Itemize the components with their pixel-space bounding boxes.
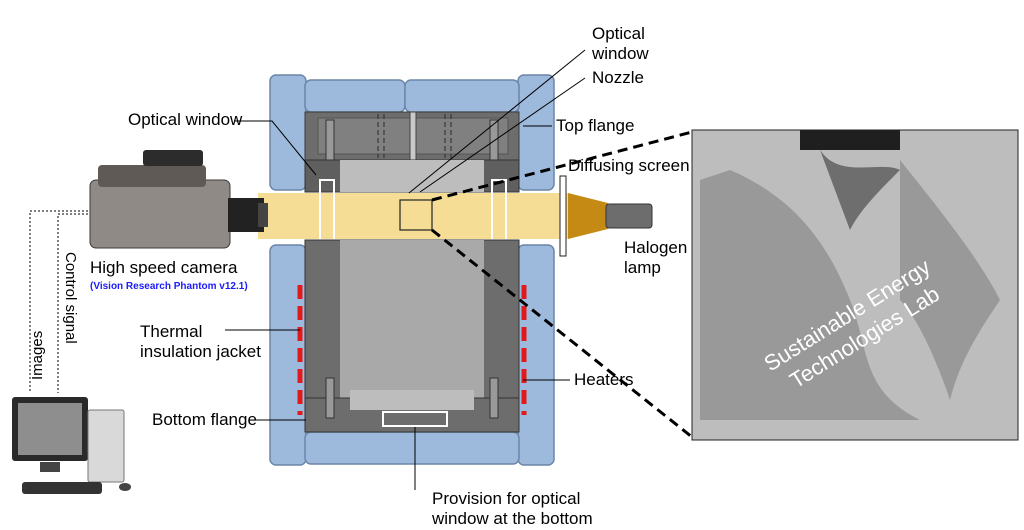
label-bottom-flange: Bottom flange: [152, 410, 257, 429]
label-camera-model: (Vision Research Phantom v12.1): [90, 281, 248, 292]
top-flange: [304, 111, 520, 183]
spray-photo: [691, 129, 1019, 441]
thermal-insulation-jacket: [269, 74, 555, 466]
zoom-connectors: [431, 130, 693, 439]
chamber-lower: [304, 239, 520, 399]
heaters: [297, 285, 527, 415]
signal-lines: [29, 210, 88, 393]
label-nozzle: Nozzle: [592, 68, 644, 87]
computer: [12, 397, 131, 494]
high-speed-camera: [89, 150, 268, 249]
optical-window-nozzle: [399, 199, 433, 231]
light-beam: [258, 193, 653, 239]
leader-lines: [225, 49, 586, 490]
label-images: Images: [29, 330, 46, 380]
label-control-signal: Control signal: [62, 252, 79, 344]
label-high-speed-camera: High speed camera: [90, 258, 238, 277]
diffusing-screen: [559, 175, 567, 257]
label-optical-window-left: Optical window: [128, 110, 243, 129]
chamber-body: [304, 159, 520, 193]
label-heaters: Heaters: [574, 370, 634, 389]
label-diffusing-screen: Diffusing screen: [568, 156, 690, 175]
label-top-flange: Top flange: [556, 116, 635, 135]
bottom-flange: [304, 377, 520, 433]
